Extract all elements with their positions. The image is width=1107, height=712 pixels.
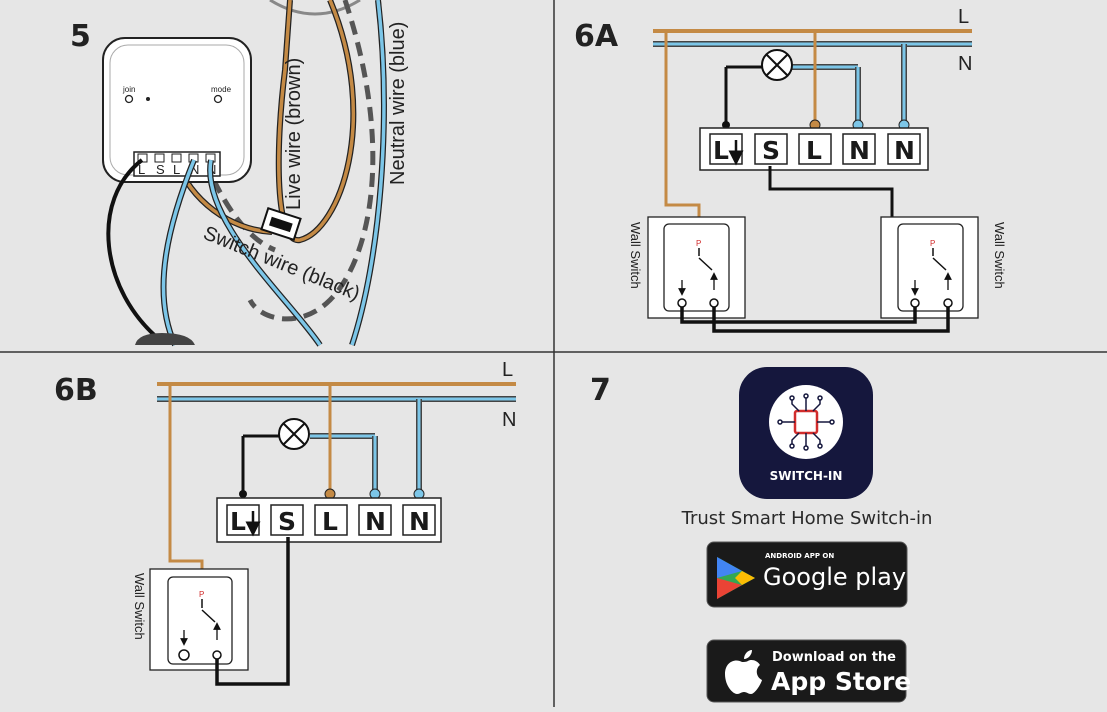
join-label: join (122, 85, 135, 94)
wall-switch-label-6b: Wall Switch (132, 573, 147, 640)
switch-contact-p: P (696, 239, 701, 248)
app-name: Trust Smart Home Switch-in (681, 508, 933, 529)
live-bus-label-6a: L (958, 6, 969, 28)
google-play-big-text: Google play (763, 563, 906, 591)
device-terminal-l: L (173, 162, 180, 177)
terminal-block-6b: L S L N N (216, 497, 442, 543)
mode-button (213, 94, 223, 104)
traveler-wire-2 (712, 307, 950, 333)
terminal-block-6a: L S L N N (699, 127, 929, 171)
join-button (124, 94, 134, 104)
terminal-n1-6a: N (849, 136, 870, 165)
neutral-bus-label-6b: N (502, 409, 516, 431)
live-bus-label-6b: L (502, 359, 513, 381)
cable-entry (135, 333, 195, 345)
app-icon[interactable]: SWITCH-IN (739, 367, 873, 499)
step-number-6b: 6B (54, 373, 98, 408)
apple-icon (725, 650, 762, 694)
app-store-big-text: App Store (771, 667, 911, 696)
ceiling-fixture (269, 0, 361, 16)
google-play-small-text: ANDROID APP ON (765, 552, 834, 560)
chip-icon (793, 409, 819, 435)
switch-contact-p: P (199, 590, 204, 599)
terminal-s-6b: S (278, 507, 296, 536)
app-icon-label: SWITCH-IN (770, 469, 843, 483)
panel-step-5: 5 join mode L S (70, 0, 409, 347)
panel-step-7: 7 SWITCH-IN Trust Smart Home Switch-in (590, 367, 933, 703)
live-wire-label: Live wire (brown) (283, 58, 305, 210)
mode-label: mode (211, 85, 232, 94)
terminal-s-6a: S (762, 136, 780, 165)
device-terminal-n1: N (190, 162, 199, 177)
wall-switch-6b: P Wall Switch (132, 568, 249, 671)
google-play-badge[interactable]: ANDROID APP ON Google play (706, 541, 908, 608)
output-wire-black (106, 158, 162, 342)
neutral-wire-label: Neutral wire (blue) (387, 22, 409, 185)
switch-wire-6b (215, 537, 290, 686)
terminal-l-out-6a: L (713, 136, 729, 165)
wall-switch-label-right: Wall Switch (992, 222, 1007, 289)
google-play-icon (717, 557, 755, 599)
terminal-n1-6b: N (365, 507, 386, 536)
neutral-wire-blue (350, 0, 386, 346)
traveler-wire-1 (680, 307, 917, 324)
device-terminal-l-out: L (138, 162, 145, 177)
step-number-7: 7 (590, 373, 611, 408)
live-wire-brown (277, 0, 356, 242)
terminal-n2-6a: N (894, 136, 915, 165)
terminal-l-6b: L (322, 507, 338, 536)
wall-switch-left-6a: P Wall Switch (628, 216, 746, 319)
app-store-badge[interactable]: Download on the App Store (706, 639, 911, 703)
device-terminals: L S L N N (133, 151, 221, 177)
step-number-5: 5 (70, 19, 91, 54)
neutral-bus-label-6a: N (958, 53, 972, 75)
terminal-l-6a: L (806, 136, 822, 165)
wall-switch-label-left: Wall Switch (628, 222, 643, 289)
panel-step-6b: 6B L N L S L (54, 359, 516, 686)
smart-switch-module (102, 37, 252, 183)
switch-contact-p: P (930, 239, 935, 248)
app-store-small-text: Download on the (772, 650, 896, 665)
wall-switch-right-6a: P Wall Switch (880, 216, 1007, 319)
step-number-6a: 6A (574, 19, 619, 54)
panel-step-6a: 6A L N L (574, 6, 1007, 333)
terminal-n2-6b: N (409, 507, 430, 536)
terminal-l-out-6b: L (230, 507, 246, 536)
device-terminal-s: S (156, 162, 165, 177)
